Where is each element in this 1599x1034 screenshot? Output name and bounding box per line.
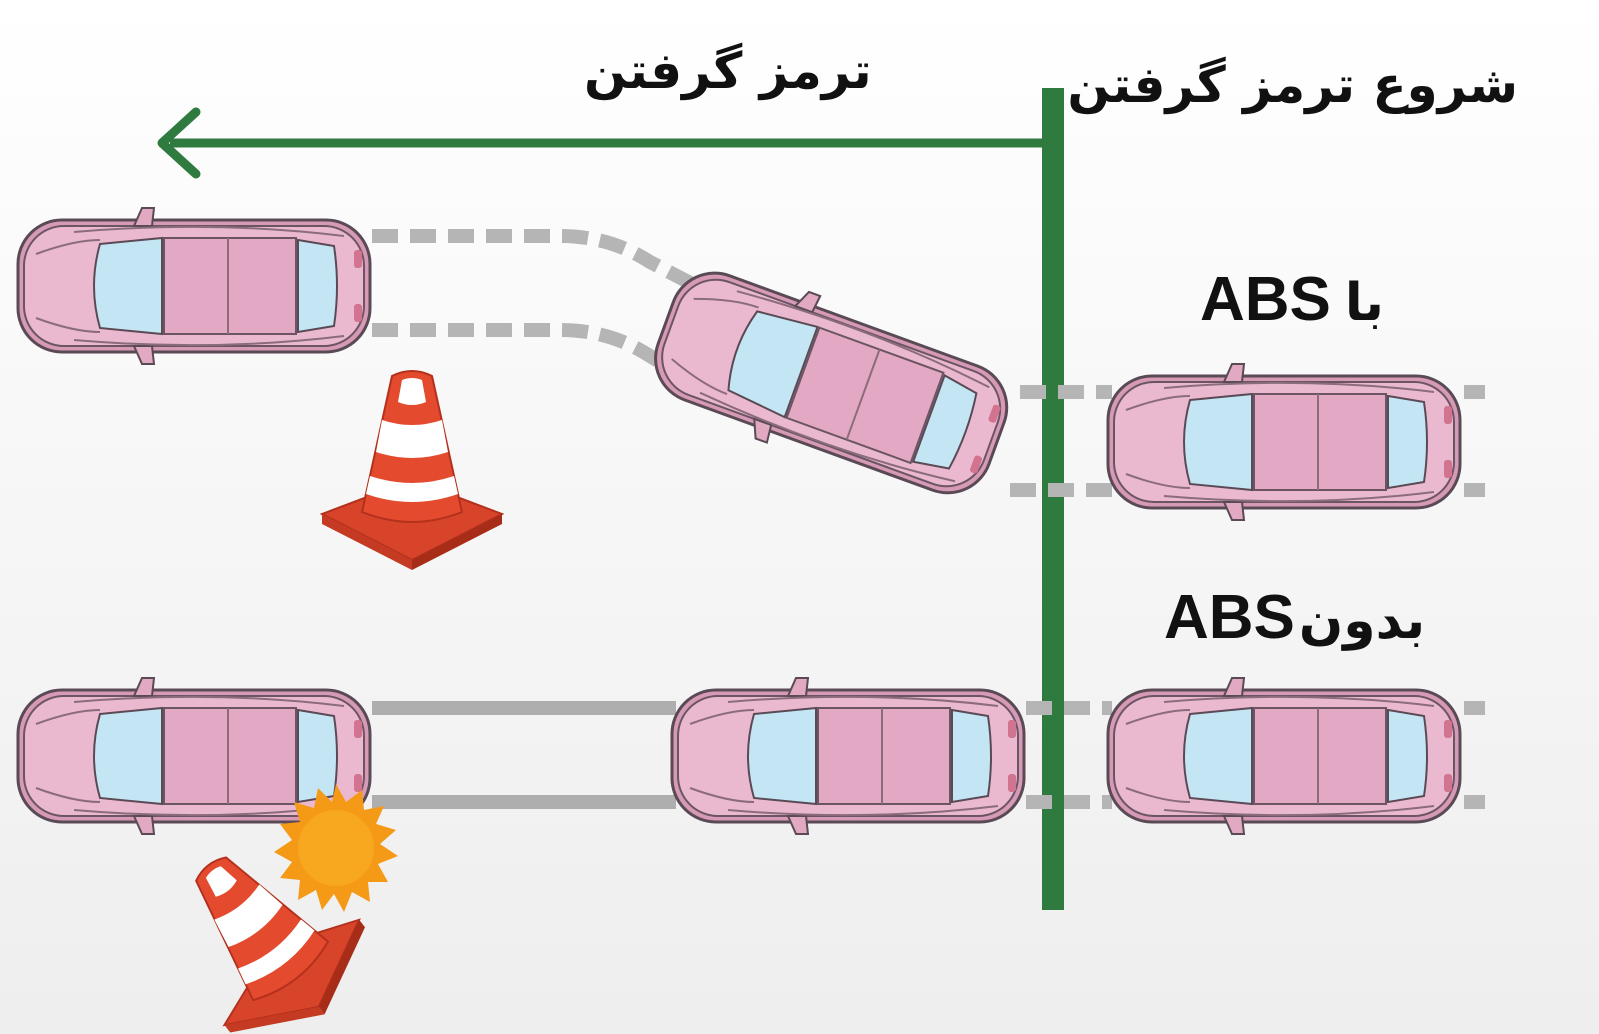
collision-burst-icon (274, 784, 398, 912)
without-abs-acronym: ABS (1164, 583, 1295, 652)
without-abs-skid-marks (372, 701, 676, 809)
with-abs-acronym: ABS (1200, 265, 1331, 334)
car-icon (1106, 676, 1462, 836)
without-abs-word: بدون (1298, 591, 1426, 651)
car-icon (1106, 362, 1462, 522)
braking-direction-arrow (157, 107, 1053, 179)
car-icon (637, 247, 1025, 518)
abs-braking-diagram (16, 88, 1485, 1034)
traffic-cone-icon (321, 370, 503, 571)
with-abs-skid-marks (372, 229, 1485, 497)
without-abs-label: ABSبدون (1164, 580, 1425, 653)
braking-label: ترمز گرفتن (584, 42, 872, 100)
car-icon (670, 676, 1026, 836)
start-braking-label: شروع ترمز گرفتن (1067, 56, 1518, 114)
with-abs-word: با (1344, 273, 1384, 333)
without-abs-start-marks (1026, 701, 1485, 809)
car-icon (16, 206, 372, 366)
